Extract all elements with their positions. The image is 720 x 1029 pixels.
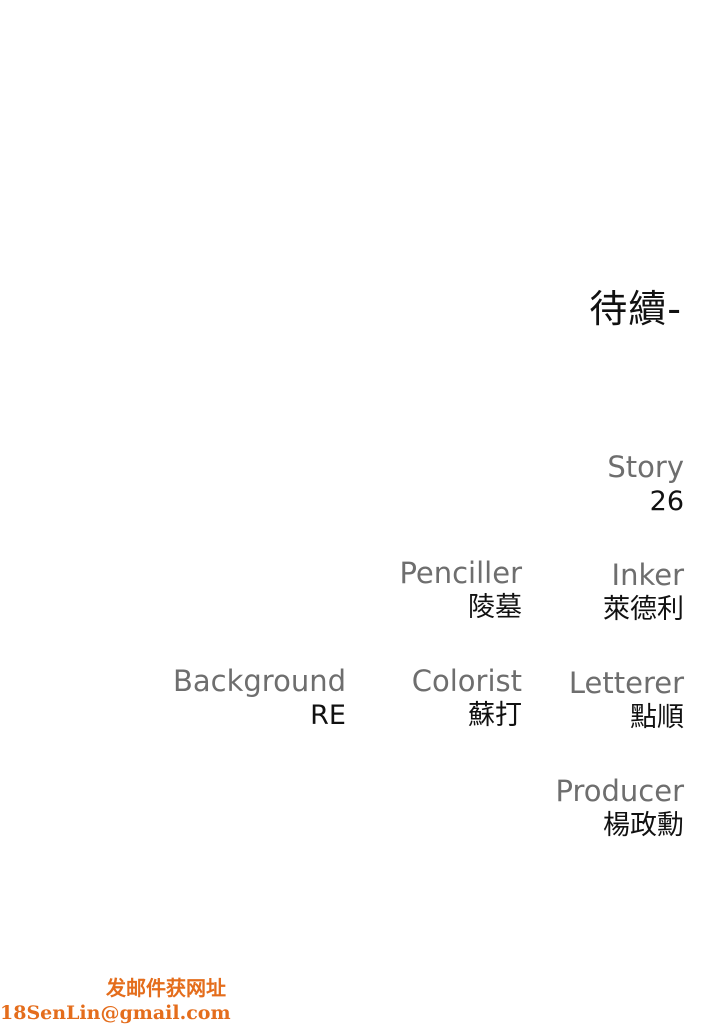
credit-colorist: Colorist 蘇打 (412, 663, 522, 733)
credit-name: 26 (649, 486, 684, 517)
watermark: 发邮件获网址 18SenLin@gmail.com (0, 975, 240, 1025)
credit-name: 點順 (630, 702, 684, 733)
credit-role: Producer (555, 774, 684, 808)
credit-role: Letterer (568, 666, 684, 700)
credit-inker: Inker 萊德利 (603, 557, 684, 627)
credit-role: Colorist (411, 664, 522, 698)
watermark-line1: 发邮件获网址 (106, 976, 226, 1000)
credit-producer: Producer 楊政勳 (555, 773, 684, 843)
credit-role: Inker (611, 558, 684, 592)
credit-penciller: Penciller 陵墓 (399, 555, 522, 625)
credit-role: Background (172, 664, 346, 698)
credit-background: Background RE (173, 663, 346, 733)
credit-role: Penciller (399, 556, 522, 590)
credit-story: Story 26 (607, 449, 684, 519)
credit-name: 蘇打 (468, 700, 522, 731)
credit-name: 萊德利 (603, 594, 684, 625)
credit-letterer: Letterer 點順 (569, 665, 684, 735)
credit-name: 楊政勳 (603, 810, 684, 841)
credit-role: Story (607, 450, 684, 484)
credit-name: 陵墓 (468, 592, 522, 623)
watermark-email: 18SenLin@gmail.com (0, 1002, 231, 1024)
credit-name: RE (310, 700, 346, 731)
to-be-continued-text: 待續- (589, 287, 682, 331)
